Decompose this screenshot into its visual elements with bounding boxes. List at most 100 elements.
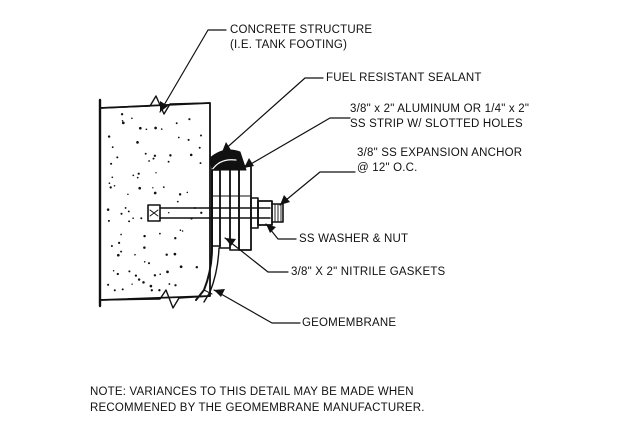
concrete-aggregate-dot bbox=[165, 253, 168, 256]
arrowhead-concrete bbox=[160, 101, 168, 112]
concrete-aggregate-dot bbox=[200, 211, 203, 214]
concrete-aggregate-dot bbox=[109, 186, 112, 189]
concrete-aggregate-dot bbox=[110, 244, 113, 248]
concrete-structure bbox=[98, 95, 211, 309]
concrete-aggregate-dot bbox=[162, 186, 165, 189]
concrete-aggregate-dot bbox=[120, 250, 123, 253]
concrete-aggregate-dot bbox=[107, 219, 110, 222]
concrete-aggregate-dot bbox=[117, 241, 121, 245]
leader-sealant bbox=[221, 77, 324, 153]
concrete-aggregate-dot bbox=[121, 121, 125, 125]
callout-fuel-resistant-sealant: FUEL RESISTANT SEALANT bbox=[326, 72, 482, 84]
concrete-aggregate-dot bbox=[121, 119, 124, 122]
concrete-aggregate-dot bbox=[111, 176, 114, 179]
concrete-aggregate-dot bbox=[154, 126, 157, 130]
concrete-aggregate-dot bbox=[136, 141, 139, 144]
concrete-aggregate-dot bbox=[106, 208, 110, 211]
concrete-aggregate-dot bbox=[175, 122, 178, 125]
concrete-aggregate-dot bbox=[113, 289, 116, 292]
concrete-aggregate-dot bbox=[113, 185, 116, 187]
concrete-aggregate-dot bbox=[167, 211, 170, 214]
concrete-aggregate-dot bbox=[127, 210, 130, 213]
leader-lines bbox=[159, 29, 356, 324]
concrete-aggregate-dot bbox=[120, 233, 122, 236]
arrowhead-anchor bbox=[280, 195, 290, 205]
concrete-aggregate-dot bbox=[131, 117, 133, 120]
concrete-aggregate-dot bbox=[167, 160, 170, 163]
callout-expansion-anchor: 3/8" SS EXPANSION ANCHOR @ 12" O.C. bbox=[357, 146, 522, 176]
concrete-aggregate-dot bbox=[188, 118, 191, 121]
concrete-aggregate-dot bbox=[153, 191, 157, 195]
arrowhead-sealant bbox=[222, 142, 231, 152]
concrete-aggregate-dot bbox=[116, 253, 120, 257]
callout-geomembrane: GEOMEMBRANE bbox=[302, 317, 397, 329]
concrete-aggregate-dot bbox=[152, 157, 155, 160]
concrete-aggregate-dot bbox=[124, 206, 127, 209]
callout-nitrile-gaskets: 3/8" X 2" NITRILE GASKETS bbox=[291, 266, 446, 278]
concrete-aggregate-dot bbox=[120, 113, 124, 116]
concrete-aggregate-dot bbox=[174, 237, 177, 240]
concrete-aggregate-dot bbox=[112, 270, 115, 272]
callout-washer-nut: SS WASHER & NUT bbox=[299, 233, 409, 245]
concrete-aggregate-dot bbox=[199, 134, 203, 137]
leader-concrete bbox=[159, 29, 227, 113]
concrete-aggregate-dot bbox=[150, 289, 153, 292]
concrete-aggregate-dot bbox=[181, 230, 184, 232]
arrowhead-washer-nut bbox=[266, 224, 276, 233]
concrete-aggregate-dot bbox=[127, 193, 129, 195]
concrete-aggregate-dot bbox=[137, 172, 140, 175]
callout-expansion-anchor-line2: @ 12" O.C. bbox=[357, 162, 418, 174]
concrete-aggregate-dot bbox=[142, 281, 145, 284]
concrete-aggregate-dot bbox=[144, 152, 147, 155]
callout-concrete-structure-line1: CONCRETE STRUCTURE bbox=[230, 24, 373, 36]
concrete-aggregate-dot bbox=[166, 270, 169, 274]
concrete-aggregate-dot bbox=[107, 135, 111, 138]
concrete-aggregate-dot bbox=[120, 212, 123, 215]
concrete-aggregate-dot bbox=[134, 253, 136, 256]
callout-expansion-anchor-line1: 3/8" SS EXPANSION ANCHOR bbox=[357, 147, 523, 159]
concrete-aggregate-dot bbox=[128, 270, 131, 273]
leader-anchor bbox=[279, 171, 356, 206]
concrete-aggregate-dot bbox=[189, 153, 193, 157]
concrete-aggregate-dot bbox=[160, 128, 163, 130]
concrete-aggregate-dot bbox=[140, 217, 143, 220]
concrete-stipple bbox=[106, 113, 203, 292]
concrete-aggregate-dot bbox=[143, 260, 146, 263]
concrete-aggregate-dot bbox=[110, 162, 113, 165]
concrete-aggregate-dot bbox=[137, 278, 141, 281]
callout-concrete-structure-line2: (I.E. TANK FOOTING) bbox=[230, 39, 348, 51]
sealant-bead bbox=[209, 149, 247, 171]
concrete-aggregate-dot bbox=[159, 273, 161, 275]
concrete-aggregate-dot bbox=[147, 262, 151, 265]
concrete-aggregate-dot bbox=[149, 284, 153, 288]
leader-geomembrane bbox=[213, 289, 301, 324]
concrete-aggregate-dot bbox=[174, 284, 177, 287]
leader-aluminum-strip bbox=[243, 117, 351, 169]
callout-aluminum-strip-line2: SS STRIP W/ SLOTTED HOLES bbox=[350, 118, 523, 130]
concrete-aggregate-dot bbox=[195, 265, 199, 269]
concrete-aggregate-dot bbox=[111, 146, 114, 149]
leader-nitrile-gaskets bbox=[224, 237, 289, 273]
concrete-aggregate-dot bbox=[136, 176, 139, 179]
concrete-aggregate-dot bbox=[173, 252, 177, 256]
concrete-aggregate-dot bbox=[131, 283, 133, 285]
arrowhead-geomembrane bbox=[214, 289, 225, 297]
concrete-aggregate-dot bbox=[145, 128, 148, 131]
concrete-aggregate-dot bbox=[116, 156, 119, 159]
concrete-aggregate-dot bbox=[153, 154, 157, 157]
concrete-aggregate-dot bbox=[179, 265, 183, 269]
concrete-aggregate-dot bbox=[159, 232, 161, 235]
note-line-2: RECOMMENED BY THE GEOMEMBRANE MANUFACTUR… bbox=[90, 402, 425, 414]
concrete-aggregate-dot bbox=[134, 274, 138, 277]
concrete-aggregate-dot bbox=[177, 136, 180, 139]
concrete-aggregate-dot bbox=[155, 172, 157, 174]
concrete-aggregate-dot bbox=[199, 162, 202, 165]
concrete-aggregate-dot bbox=[138, 126, 142, 130]
concrete-aggregate-dot bbox=[138, 186, 142, 190]
concrete-aggregate-dot bbox=[178, 193, 182, 196]
concrete-aggregate-dot bbox=[186, 191, 189, 194]
concrete-aggregate-dot bbox=[107, 283, 110, 286]
concrete-aggregate-dot bbox=[132, 217, 134, 219]
geomembrane-sheet bbox=[195, 169, 220, 303]
